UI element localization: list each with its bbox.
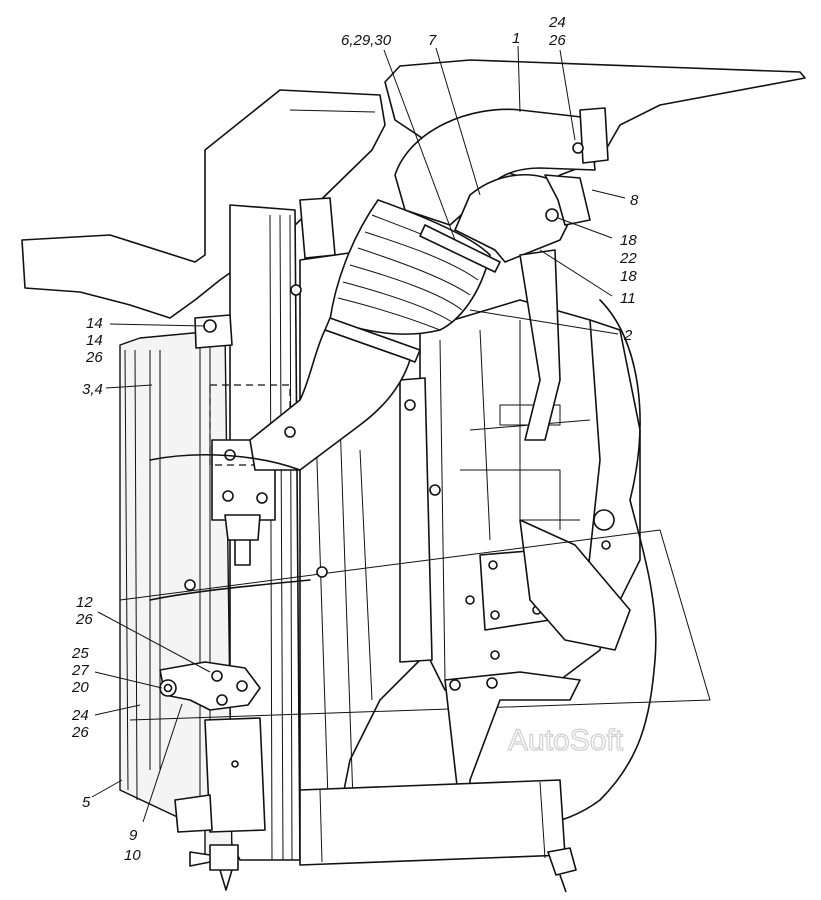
engine-bolt bbox=[601, 540, 611, 550]
bolt-h bbox=[490, 650, 500, 660]
clamp-bolt-18 bbox=[572, 142, 584, 154]
support-strut-11 bbox=[519, 249, 561, 441]
label-20-a: 25 bbox=[71, 645, 89, 662]
bolt-e bbox=[429, 484, 441, 496]
label-8: 7 bbox=[428, 32, 437, 49]
label-26-bottom: 26 bbox=[71, 724, 89, 741]
lower-outlet-pipe bbox=[519, 519, 631, 651]
watermark: AutoSoft bbox=[508, 724, 624, 757]
bracket-bolt-2 bbox=[486, 677, 498, 689]
leader-lines bbox=[91, 45, 626, 823]
label-5-visible: 5 bbox=[82, 794, 91, 811]
label-27: 18 bbox=[620, 268, 637, 285]
lower-cross-tube bbox=[299, 779, 566, 866]
label-20-b: 24 bbox=[71, 707, 89, 724]
bolt-b bbox=[284, 426, 296, 438]
mount-bracket-lower bbox=[174, 794, 213, 833]
radiator-mount-pad bbox=[204, 717, 266, 833]
bolt-18-lower bbox=[545, 208, 559, 222]
side-bracket-plate bbox=[159, 661, 261, 711]
support-stud bbox=[224, 514, 261, 566]
mount-nut-20-core bbox=[163, 683, 173, 693]
label-7-visible: 8 bbox=[630, 192, 639, 209]
label-22: 26 bbox=[548, 32, 566, 49]
label-2: 2 bbox=[623, 327, 633, 344]
label-10: 10 bbox=[124, 847, 141, 864]
lower-tube-ring bbox=[319, 781, 546, 863]
label-26-upper-visible: 26 bbox=[85, 349, 103, 366]
radiator-fins bbox=[124, 214, 293, 861]
plate-bolt-3 bbox=[216, 694, 228, 706]
elbow-bracket-7 bbox=[544, 174, 591, 226]
engine-plug bbox=[593, 509, 615, 531]
label-24-upper: 14 bbox=[86, 332, 103, 349]
label-18-top: 24 bbox=[548, 14, 566, 31]
flange-bolt-3 bbox=[490, 610, 500, 620]
label-26-mid-visible: 26 bbox=[75, 611, 93, 628]
drain-valve-right bbox=[547, 847, 577, 893]
flange-bolt-1 bbox=[488, 560, 498, 570]
bracket-hole-3 bbox=[222, 490, 234, 502]
label-11: 11 bbox=[620, 290, 636, 307]
pad-hole bbox=[231, 760, 239, 768]
shield-inner-edge bbox=[204, 109, 376, 255]
label-25: 22 bbox=[619, 250, 637, 267]
label-1: 1 bbox=[512, 30, 520, 47]
hose-clamp-upper bbox=[419, 224, 501, 273]
bolt-14 bbox=[203, 319, 217, 333]
bolt-g bbox=[465, 595, 475, 605]
fan-guard bbox=[149, 454, 311, 601]
bolt-a bbox=[290, 284, 302, 296]
label-18-right: 18 bbox=[620, 232, 637, 249]
shield-mount-tab bbox=[299, 197, 336, 259]
plate-bolt-2 bbox=[236, 680, 248, 692]
shroud-ribs bbox=[314, 399, 373, 861]
right-fender bbox=[509, 299, 657, 841]
bracket-hole-4 bbox=[256, 492, 268, 504]
drain-valve-left bbox=[189, 844, 239, 891]
label-14-num: 14 bbox=[86, 315, 103, 332]
label-24-lower: 27 bbox=[71, 662, 89, 679]
hose-clamp-lower bbox=[324, 317, 421, 363]
bolt-d bbox=[316, 566, 328, 578]
duct-clamp-bracket bbox=[579, 107, 609, 164]
label-26-lower: 20 bbox=[71, 679, 89, 696]
plate-bolt-1 bbox=[211, 670, 223, 682]
reference-plane bbox=[119, 529, 711, 721]
label-9: 9 bbox=[129, 827, 138, 844]
side-shield bbox=[21, 89, 386, 319]
bracket-bolt-1 bbox=[449, 679, 461, 691]
label-3-4: 3,4 bbox=[82, 381, 103, 398]
vertical-rail bbox=[399, 377, 433, 663]
bolt-c bbox=[184, 579, 196, 591]
label-6-29-30: 6,29,30 bbox=[341, 32, 392, 49]
label-12: 12 bbox=[76, 594, 93, 611]
radiator-core-left bbox=[149, 345, 211, 820]
bolt-f bbox=[404, 399, 416, 411]
engine-rear-housing bbox=[584, 319, 641, 621]
